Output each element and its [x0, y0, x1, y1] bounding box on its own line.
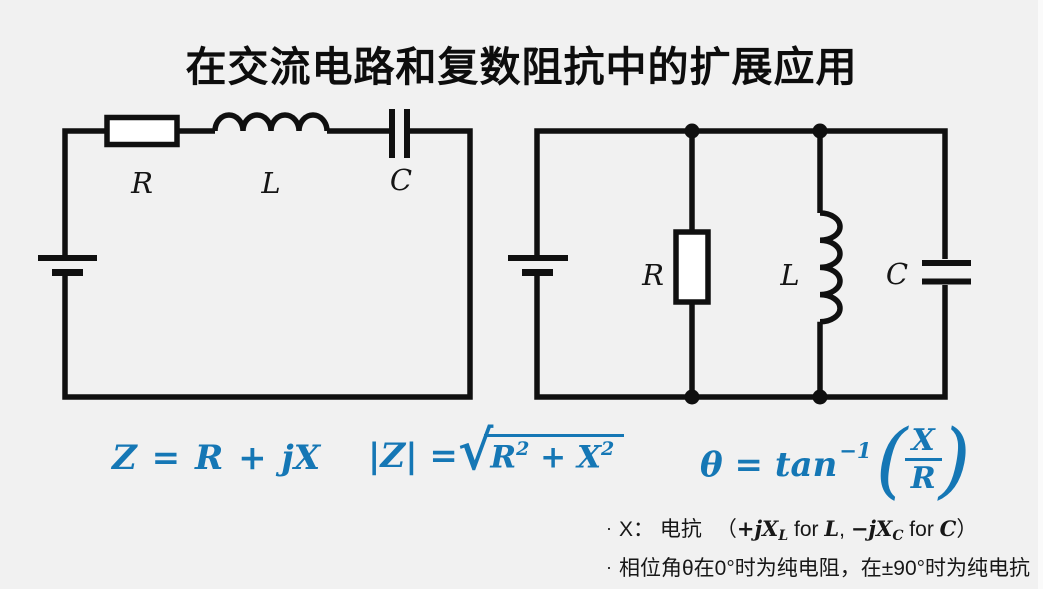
fraction-denominator: R [910, 461, 936, 497]
formula-impedance-magnitude: |Z| = √ R2 + X2 [368, 418, 625, 482]
square-root: √ R2 + X2 [457, 418, 625, 482]
radicand: R2 + X2 [484, 433, 625, 475]
series-inductor-symbol [212, 112, 330, 132]
close-parenthesis: ) [938, 413, 971, 508]
radicand-x-exponent: 2 [601, 437, 615, 460]
series-wire-right-bottom [62, 128, 473, 400]
parallel-capacitor-label: C [886, 257, 908, 291]
parallel-inductor-label: L [779, 258, 799, 292]
series-resistor-symbol [104, 114, 180, 148]
bullet-icon: · [606, 557, 612, 577]
magnitude-lhs: |Z| = [368, 436, 458, 476]
series-inductor-label: L [260, 166, 280, 200]
phase-exponent: −1 [839, 438, 872, 464]
phase-lhs: θ = tan [700, 444, 838, 485]
parallel-rlc-circuit [508, 128, 971, 400]
note-var-l: L [824, 516, 840, 541]
radicand-r-exponent: 2 [516, 437, 530, 460]
radicand-plus: + [529, 439, 577, 475]
note-capacitive-term: −jX [850, 516, 893, 541]
radicand-r: R [490, 439, 517, 475]
note-phase-angle: · 相位角θ在0°时为纯电阻，在±90°时为纯电抗 [606, 552, 1030, 582]
note-inductive-term: +jX [736, 516, 779, 541]
fraction-x-over-r: X R [904, 424, 942, 497]
note-open-paren: （ [715, 518, 737, 541]
fraction-numerator: X [904, 424, 942, 462]
note-phase-text: 相位角θ在0°时为纯电阻，在±90°时为纯电抗 [619, 557, 1031, 580]
junction-dot [812, 123, 828, 139]
note-capacitive-sub: C [892, 528, 904, 544]
note-for2: for [903, 518, 940, 541]
right-edge-strip [1038, 0, 1043, 589]
series-rlc-circuit [38, 109, 473, 400]
parallel-resistor-label: R [641, 258, 664, 292]
note-var-c: C [939, 516, 957, 541]
formula-phase-angle: θ = tan−1 ( X R ) [700, 413, 971, 508]
parallel-inductor-symbol [819, 210, 843, 325]
note-separator: , [839, 518, 851, 541]
series-resistor-label: R [130, 166, 153, 200]
formula-complex-impedance: Z = R + jX [112, 438, 321, 478]
parallel-outer-bottom-left [534, 276, 948, 400]
note-reactance-label: X： 电抗 [619, 518, 702, 541]
series-wire-left-top [62, 128, 107, 255]
note-inductive-sub: L [778, 528, 789, 544]
junction-dot [684, 389, 700, 405]
series-capacitor-label: C [390, 163, 412, 197]
note-for1: for [788, 518, 825, 541]
page-title: 在交流电路和复数阻抗中的扩展应用 [185, 44, 858, 90]
note-close-paren: ） [956, 518, 978, 541]
parallel-resistor-symbol [673, 229, 711, 305]
open-parenthesis: ( [875, 413, 908, 508]
junction-dot [684, 123, 700, 139]
parallel-outer-top-right [534, 128, 948, 259]
radicand-x: X [576, 439, 602, 475]
junction-dot [812, 389, 828, 405]
bullet-icon: · [606, 518, 612, 538]
parallel-junction-dots [684, 123, 828, 405]
radical-sign: √ [457, 418, 494, 482]
note-reactance: ·X： 电抗（+jXL for L, −jXC for C） [606, 513, 977, 544]
